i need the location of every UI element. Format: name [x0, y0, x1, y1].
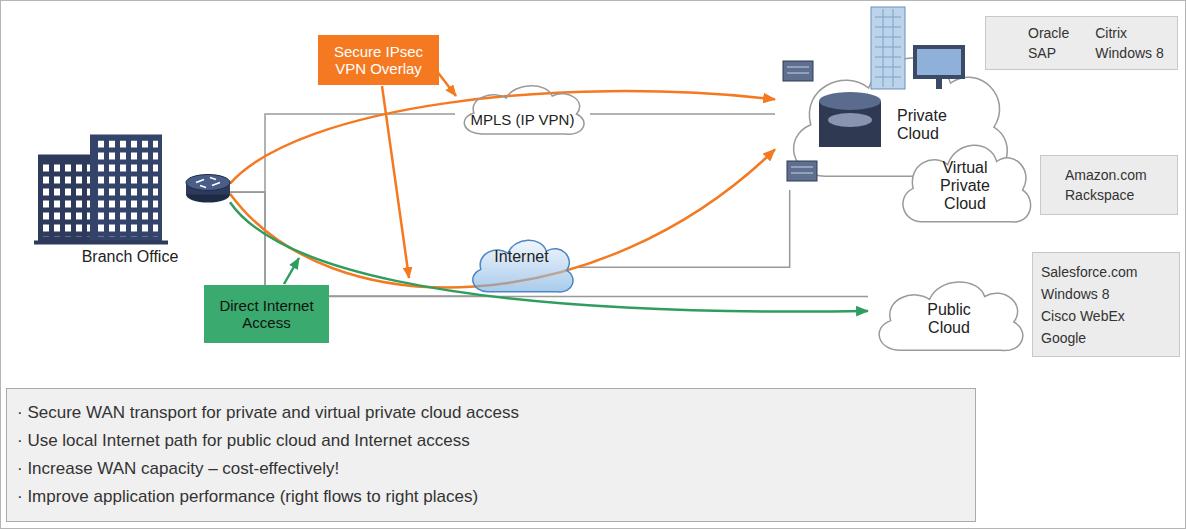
node-content: Secure IPsec VPN Overlay — [324, 39, 433, 81]
node-content: Oracle CitrixSAP Windows 8 — [1028, 23, 1171, 63]
node-content: Public Cloud — [876, 289, 1022, 348]
node-outline — [30, 125, 230, 268]
internet-cloud: Internet — [465, 232, 578, 296]
node-content: Direct Internet Access — [210, 289, 323, 339]
node-label: · Use local Internet path for public clo… — [17, 427, 470, 455]
node-content: MPLS (IP VPN) — [461, 104, 584, 134]
callout-arrow — [436, 70, 456, 96]
connector — [230, 192, 482, 296]
app-list-box: Amazon.comRackspace — [1040, 155, 1178, 215]
node-label: Private Cloud — [897, 107, 959, 143]
node-label: · Increase WAN capacity – cost-effective… — [17, 455, 339, 483]
node-content: Salesforce.comWindows 8Cisco WebExGoogle — [1041, 259, 1173, 350]
node-label: SAP — [1028, 45, 1069, 61]
node-label: Internet — [494, 248, 548, 266]
node-label: Windows 8 — [1041, 283, 1109, 305]
branch-office: Branch Office — [30, 125, 230, 268]
virtual-private-cloud: Virtual Private Cloud — [893, 133, 1037, 228]
node-label: · Improve application performance (right… — [17, 483, 478, 511]
callout-box: Direct Internet Access — [204, 285, 329, 343]
mpls-cloud: MPLS (IP VPN) — [455, 78, 590, 138]
connector — [230, 91, 775, 184]
node-content: Branch Office — [30, 125, 230, 266]
public-cloud: Public Cloud — [868, 271, 1030, 356]
node-label: Salesforce.com — [1041, 261, 1137, 283]
app-list-box: Salesforce.comWindows 8Cisco WebExGoogle — [1032, 252, 1180, 357]
node-content: Internet — [471, 246, 572, 268]
node-content: · Secure WAN transport for private and v… — [17, 399, 963, 513]
node-label: Secure IPsec VPN Overlay — [324, 43, 433, 77]
node-label: MPLS (IP VPN) — [471, 111, 575, 128]
summary-box: · Secure WAN transport for private and v… — [6, 388, 976, 522]
callout-arrow — [284, 258, 299, 284]
callout-box: Secure IPsec VPN Overlay — [318, 35, 439, 85]
connector — [590, 113, 775, 115]
node-content: Virtual Private Cloud — [901, 151, 1029, 220]
node-label: Google — [1041, 327, 1086, 349]
node-outline — [455, 78, 590, 138]
node-label: Virtual Private Cloud — [934, 159, 996, 213]
node-label: Windows 8 — [1095, 45, 1163, 61]
node-label: Branch Office — [82, 248, 179, 266]
node-label: Direct Internet Access — [210, 297, 323, 331]
node-label: · Secure WAN transport for private and v… — [17, 399, 519, 427]
connector — [230, 192, 868, 296]
node-label: Public Cloud — [918, 301, 980, 337]
node-label: Cisco WebEx — [1041, 305, 1125, 327]
app-list-box: Oracle CitrixSAP Windows 8 — [985, 16, 1178, 70]
node-label: Citrix — [1095, 25, 1163, 41]
node-label: Oracle — [1028, 25, 1069, 41]
node-label: Amazon.com — [1065, 165, 1147, 185]
node-content: Amazon.comRackspace — [1065, 164, 1171, 206]
node-label: Rackspace — [1065, 185, 1134, 205]
